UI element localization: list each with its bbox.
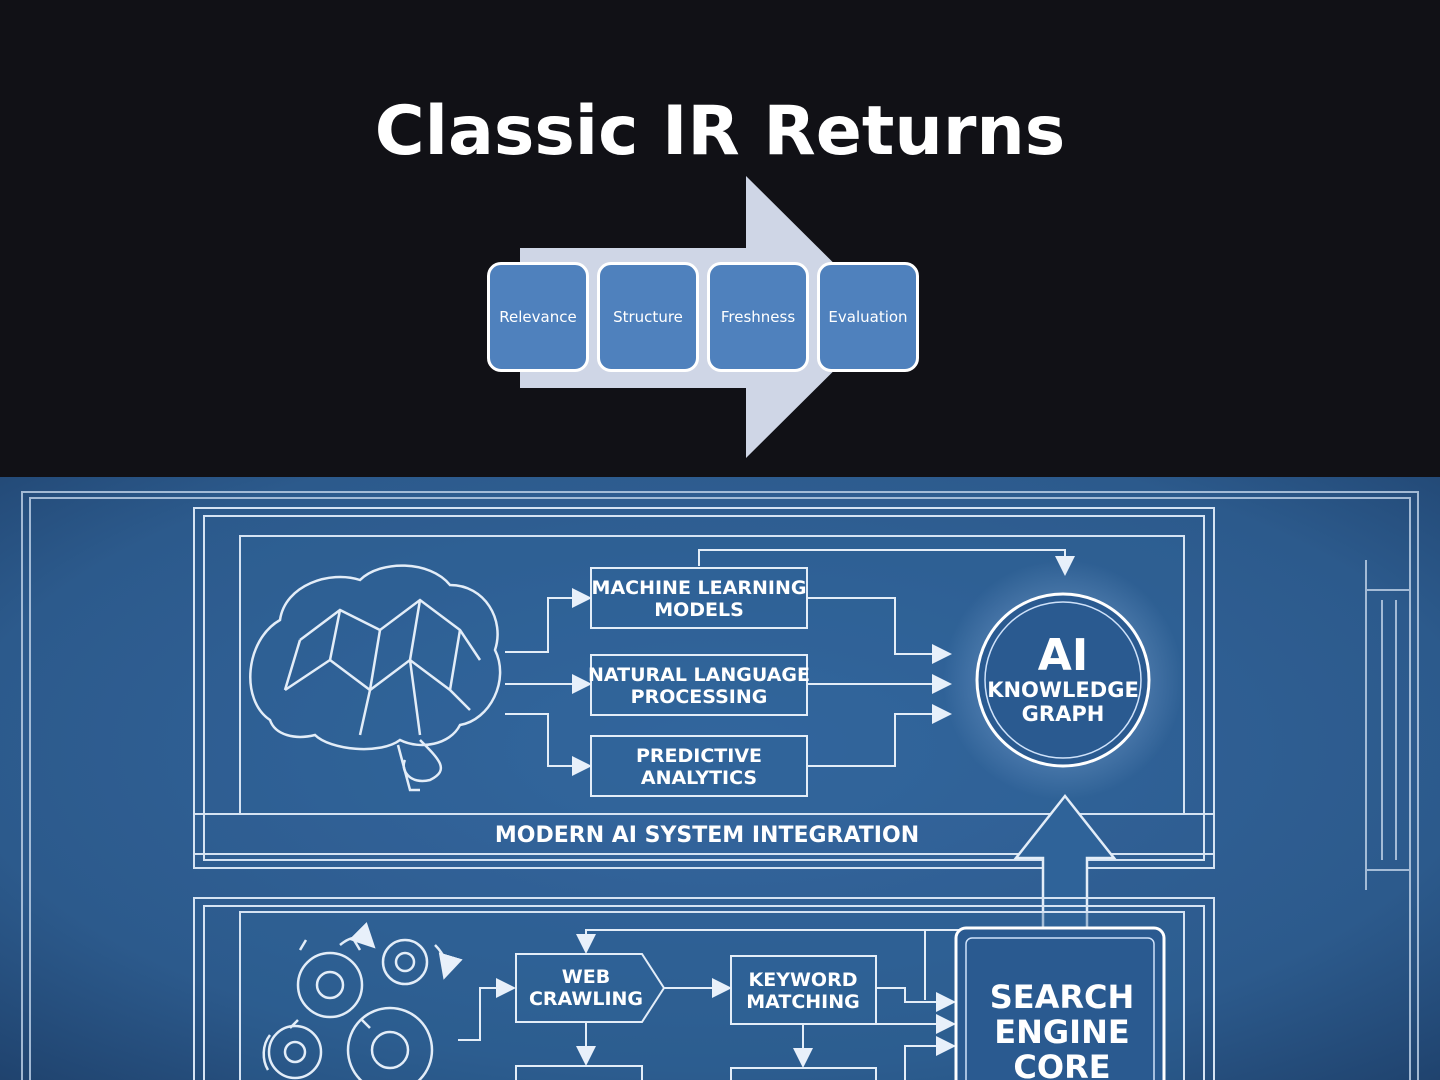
blueprint-diagram: MACHINE LEARNING MODELS NATURAL LANGUAGE… <box>0 477 1440 1080</box>
core-line2: ENGINE <box>994 1013 1129 1051</box>
slide-title: Classic IR Returns <box>374 92 1066 171</box>
brain-icon <box>249 564 502 792</box>
label-kw-line2: MATCHING <box>746 991 860 1013</box>
process-chevron-arrow <box>520 176 888 458</box>
step-freshness: Freshness <box>707 262 809 372</box>
label-web-line2: CRAWLING <box>529 988 643 1010</box>
box-machine-learning <box>590 567 808 629</box>
hub-line2: KNOWLEDGE <box>987 678 1139 702</box>
label-web-line1: WEB <box>562 966 610 988</box>
hub-line1: AI <box>1038 630 1088 681</box>
step-relevance: Relevance <box>487 262 589 372</box>
search-engine-core-box <box>954 926 1166 1080</box>
ai-knowledge-graph-hub <box>943 560 1183 800</box>
label-pa-line1: PREDICTIVE <box>636 745 762 767</box>
step-structure: Structure <box>597 262 699 372</box>
box-predictive <box>590 735 808 797</box>
label-ml-line2: MODELS <box>654 599 744 621</box>
slide-header-area: Classic IR Returns Relevance Structure F… <box>0 0 1440 477</box>
label-nlp-line2: PROCESSING <box>631 686 768 708</box>
gears-icon <box>262 922 463 1080</box>
core-line3: CORE <box>1013 1048 1110 1080</box>
core-line1: SEARCH <box>990 978 1135 1016</box>
box-web-crawling <box>515 953 666 1023</box>
step-evaluation: Evaluation <box>817 262 919 372</box>
label-ml-line1: MACHINE LEARNING <box>592 577 807 599</box>
label-kw-line1: KEYWORD <box>749 969 858 991</box>
box-nlp <box>590 654 808 716</box>
hub-line3: GRAPH <box>1022 702 1105 726</box>
box-keyword-matching <box>730 955 877 1025</box>
ai-panel-caption: MODERN AI SYSTEM INTEGRATION <box>495 823 919 848</box>
label-nlp-line1: NATURAL LANGUAGE <box>588 664 810 686</box>
label-pa-line2: ANALYTICS <box>641 767 757 789</box>
up-arrow <box>1013 793 1117 928</box>
